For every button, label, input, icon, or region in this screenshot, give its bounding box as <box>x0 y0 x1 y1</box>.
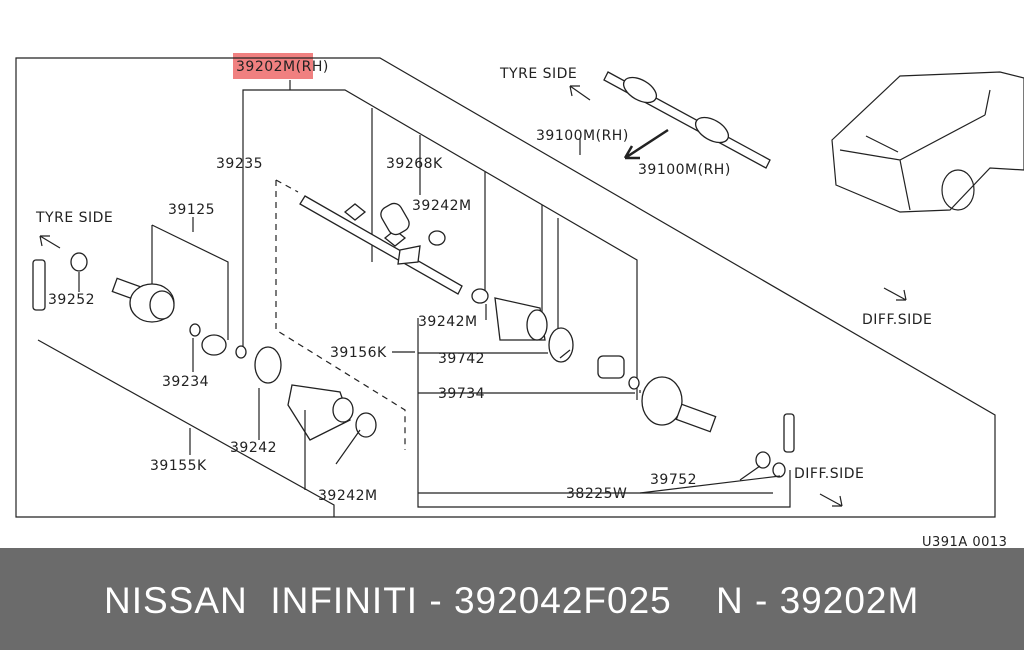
tyre-side-arrow-top <box>569 85 591 101</box>
assembly-bracket <box>242 80 638 400</box>
direction-arrow <box>623 128 669 160</box>
part-38225w: 38225W <box>566 486 627 502</box>
inner-boot <box>471 288 574 363</box>
diff-side-arrow-bottom <box>819 493 843 507</box>
part-39242m-bottom: 39242M <box>318 488 378 504</box>
part-39155k: 39155K <box>150 458 207 474</box>
part-39242: 39242 <box>230 440 277 456</box>
left-group-frame <box>37 224 335 517</box>
label-diff-side-bottom: DIFF.SIDE <box>794 466 864 482</box>
top-part-suffix: M(RH) <box>283 59 329 75</box>
part-39156k: 39156K <box>330 345 387 361</box>
part-39268k: 39268K <box>386 156 443 172</box>
left-shaft-end <box>32 252 88 311</box>
outer-joint <box>111 277 247 359</box>
part-highlight <box>233 53 313 79</box>
right-shaft-end <box>755 413 795 478</box>
main-frame <box>15 57 996 518</box>
label-tyre-side-top: TYRE SIDE <box>499 66 577 82</box>
inner-joint <box>597 355 717 433</box>
car-overview <box>831 71 1024 213</box>
caption-bar: NISSAN INFINITI - 392042F025 N - 39202M <box>0 548 1024 650</box>
part-39234: 39234 <box>162 374 209 390</box>
parts-diagram: 39202M(RH) TYRE SIDE TYRE SIDE DIFF.SIDE… <box>15 53 1024 548</box>
part-39100m-a: 39100M(RH) <box>536 128 629 144</box>
part-39252: 39252 <box>48 292 95 308</box>
part-39125: 39125 <box>168 202 215 218</box>
svg-text:39202M(RH): 39202M(RH) <box>236 59 329 75</box>
caption-short-code: N - 39202M <box>716 580 920 621</box>
diff-side-arrow-right <box>883 287 907 301</box>
part-39742: 39742 <box>438 351 485 367</box>
damper-part <box>380 202 446 246</box>
part-39242m-mid: 39242M <box>418 314 478 330</box>
tyre-side-arrow-left <box>39 235 61 249</box>
drive-shaft <box>299 195 463 295</box>
part-39100m-b: 39100M(RH) <box>638 162 731 178</box>
boot-kit-dashed-box <box>275 179 406 450</box>
label-tyre-side-left: TYRE SIDE <box>35 210 113 226</box>
part-39242m-top: 39242M <box>412 198 472 214</box>
part-39752: 39752 <box>650 472 697 488</box>
caption-brand-part-number: NISSAN INFINITI - 392042F025 <box>104 580 672 621</box>
part-39734: 39734 <box>438 386 485 402</box>
label-diff-side-right: DIFF.SIDE <box>862 312 932 328</box>
overview-shaft <box>603 71 771 169</box>
figure-code: U391A 0013 <box>922 535 1007 548</box>
part-39235: 39235 <box>216 156 263 172</box>
outer-boot <box>254 346 377 441</box>
top-part-code: 39202 <box>236 59 283 75</box>
